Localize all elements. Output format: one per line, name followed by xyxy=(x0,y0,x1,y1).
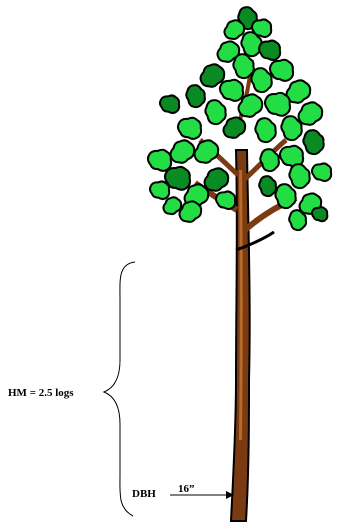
height-label: HM = 2.5 logs xyxy=(8,387,74,399)
leaf-cluster xyxy=(224,20,244,39)
leaf-cluster xyxy=(150,181,169,199)
leaf-cluster xyxy=(216,191,235,209)
leaf-cluster xyxy=(275,184,295,208)
leaf-cluster xyxy=(251,68,271,92)
dbh-label: DBH xyxy=(132,488,156,500)
leaf-cluster xyxy=(255,118,275,142)
leaf-cluster xyxy=(312,207,327,221)
leaf-cluster xyxy=(303,130,323,154)
leaf-cluster xyxy=(170,140,194,162)
leaf-cluster xyxy=(200,64,224,86)
leaf-cluster xyxy=(220,80,243,101)
leaf-cluster xyxy=(289,164,309,188)
leaf-cluster xyxy=(160,95,179,113)
leaf-cluster xyxy=(179,201,201,222)
leaf-cluster xyxy=(298,102,322,124)
leaf-cluster xyxy=(178,118,201,139)
leaf-cluster xyxy=(233,54,253,78)
diameter-value: 16” xyxy=(178,483,195,495)
leaf-cluster xyxy=(148,150,171,171)
leaf-cluster xyxy=(204,168,228,190)
leaf-cluster xyxy=(194,140,218,162)
leaf-cluster xyxy=(163,197,181,214)
leaf-cluster xyxy=(270,60,293,81)
leaf-cluster xyxy=(260,149,279,171)
leaf-cluster xyxy=(186,85,205,107)
leaf-cluster xyxy=(259,41,280,60)
leaf-cluster xyxy=(259,176,276,196)
leaf-cluster xyxy=(312,163,331,181)
leaf-cluster xyxy=(223,117,245,138)
leaf-cluster xyxy=(205,100,225,124)
height-brace xyxy=(104,262,135,516)
leaf-cluster xyxy=(289,210,306,230)
leaf-cluster xyxy=(265,93,290,116)
